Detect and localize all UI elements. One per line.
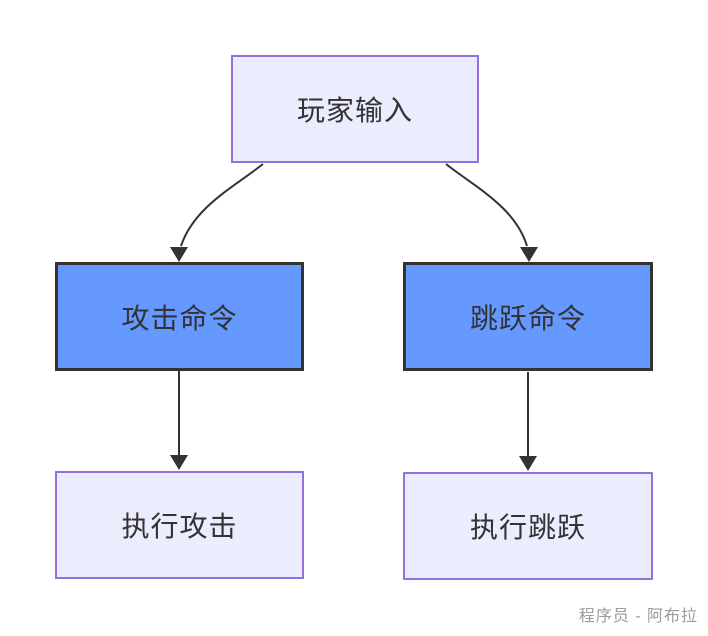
node-attack-command-label: 攻击命令 (121, 302, 238, 334)
node-execute-jump: 执行跳跃 (403, 472, 653, 580)
node-execute-attack-label: 执行攻击 (121, 511, 238, 542)
node-execute-jump-label: 执行跳跃 (469, 512, 586, 543)
node-jump-command: 跳跃命令 (403, 262, 653, 371)
node-player-input-label: 玩家输入 (296, 95, 413, 126)
edge-attack-to-exec (170, 371, 188, 470)
edge-jump-to-exec (519, 372, 537, 471)
node-player-input: 玩家输入 (231, 55, 479, 163)
node-jump-command-label: 跳跃命令 (469, 302, 586, 334)
node-attack-command: 攻击命令 (55, 262, 304, 371)
edge-input-to-jump (445, 163, 538, 262)
node-execute-attack: 执行攻击 (55, 471, 304, 579)
edge-input-to-attack (170, 163, 264, 262)
watermark: 程序员 - 阿布拉 (578, 608, 698, 625)
